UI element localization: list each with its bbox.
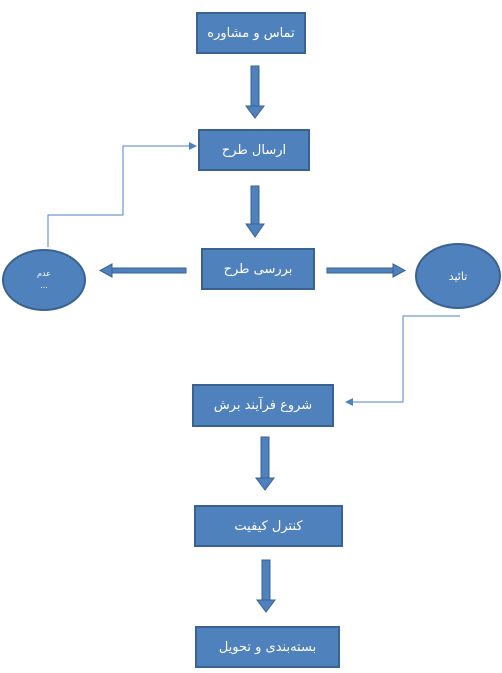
node-approved: تائید — [415, 243, 501, 309]
node-cutting: شروع فرآیند برش — [192, 384, 334, 427]
node-delivery-label: بسته‌بندی و تحویل — [218, 639, 317, 655]
node-quality: کنترل کیفیت — [194, 505, 343, 547]
connector-rejected-to-submit — [47, 142, 197, 247]
node-submit-label: ارسال طرح — [221, 142, 287, 158]
arrow-quality-to-delivery — [256, 559, 276, 613]
node-contact: تماس و مشاوره — [196, 12, 306, 54]
node-review: بررسی طرح — [201, 248, 315, 290]
node-cutting-label: شروع فرآیند برش — [213, 398, 313, 413]
arrow-cutting-to-quality — [255, 436, 275, 491]
arrow-review-to-approved — [326, 263, 407, 278]
node-contact-label: تماس و مشاوره — [207, 25, 295, 41]
node-rejected-label-line1: عدم — [37, 269, 51, 278]
node-submit: ارسال طرح — [198, 129, 310, 171]
arrow-submit-to-review — [245, 185, 265, 238]
node-review-label: بررسی طرح — [223, 261, 293, 277]
node-approved-label: تائید — [448, 269, 468, 283]
node-rejected-label-line2: ... — [40, 281, 48, 290]
arrow-contact-to-submit — [245, 65, 265, 119]
node-rejected: عدم ... — [2, 249, 86, 311]
arrow-review-to-rejected — [98, 263, 187, 278]
node-delivery: بسته‌بندی و تحویل — [195, 626, 340, 668]
connector-approved-to-cutting — [345, 315, 460, 406]
node-quality-label: کنترل کیفیت — [234, 518, 303, 534]
